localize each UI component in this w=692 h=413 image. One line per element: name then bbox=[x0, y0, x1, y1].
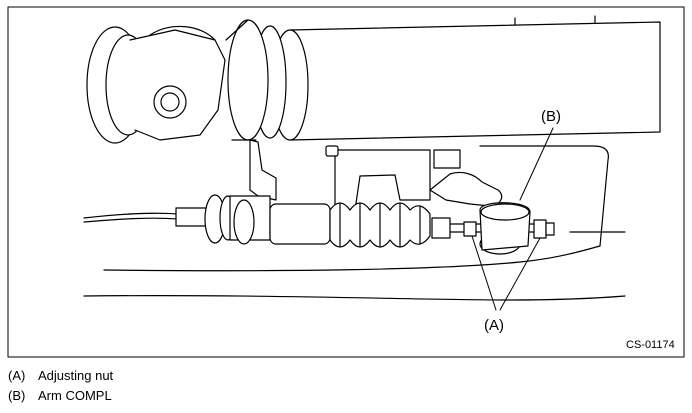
rubber-boot bbox=[329, 202, 431, 248]
brake-cable bbox=[83, 194, 331, 245]
legend-text: Adjusting nut bbox=[38, 368, 114, 383]
legend: (A) Adjusting nut (B) Arm COMPL bbox=[8, 366, 113, 406]
arm-compl bbox=[429, 171, 531, 255]
legend-item: (A) Adjusting nut bbox=[8, 366, 113, 386]
legend-text: Arm COMPL bbox=[38, 388, 112, 403]
universal-joint bbox=[86, 25, 226, 144]
callout-b-label: (B) bbox=[541, 108, 561, 125]
legend-item: (B) Arm COMPL bbox=[8, 386, 113, 406]
propeller-shaft bbox=[225, 19, 661, 141]
threaded-rod bbox=[431, 217, 555, 239]
figure-frame bbox=[7, 6, 685, 358]
floor-panel bbox=[83, 15, 626, 301]
diagram-figure: (B) (A) CS-01174 bbox=[7, 6, 685, 358]
legend-key: (A) bbox=[8, 368, 26, 383]
leader-lines bbox=[471, 127, 554, 311]
bracket bbox=[249, 139, 461, 211]
diagram-drawing: (B) (A) CS-01174 bbox=[7, 6, 685, 358]
callout-a-label: (A) bbox=[484, 317, 504, 334]
legend-key: (B) bbox=[8, 388, 26, 403]
figure-code: CS-01174 bbox=[626, 339, 675, 351]
